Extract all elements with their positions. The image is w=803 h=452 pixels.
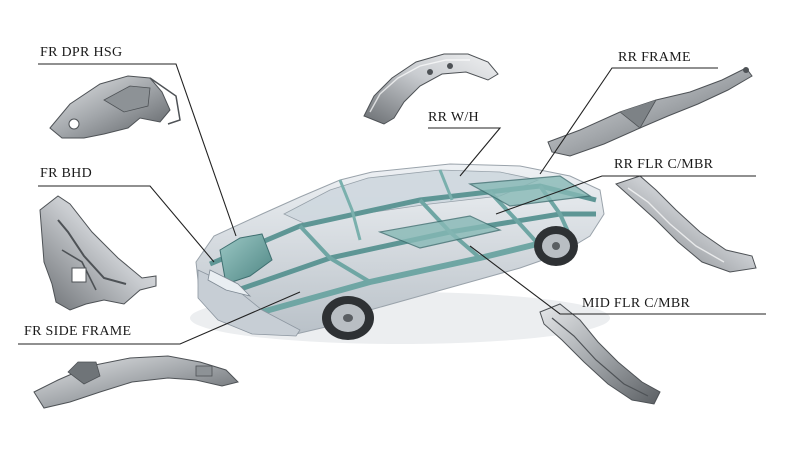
rr-wh-part (363, 53, 499, 125)
leader-mid-flr-cmbr (469, 245, 766, 315)
label-fr-dpr-hsg: FR DPR HSG (40, 45, 123, 60)
fr-side-frame-part (33, 355, 239, 409)
leader-lines (18, 63, 766, 345)
leader-rr-wh (428, 127, 502, 177)
label-fr-bhd: FR BHD (40, 166, 92, 181)
car-assembly (190, 163, 610, 344)
leader-rr-frame (539, 67, 718, 175)
label-rr-flr-cmbr: RR FLR C/MBR (614, 157, 714, 172)
body-in-white-structure (209, 169, 597, 315)
front-wheel (322, 296, 374, 340)
fr-dpr-hsg-part (49, 75, 181, 139)
leader-fr-dpr-hsg (38, 63, 237, 237)
label-rr-frame: RR FRAME (618, 50, 691, 65)
label-mid-flr-cmbr: MID FLR C/MBR (582, 296, 691, 311)
leader-fr-bhd (38, 185, 215, 263)
label-fr-side-frame: FR SIDE FRAME (24, 324, 132, 339)
rear-wheel (534, 226, 578, 266)
mid-flr-cmbr-part (539, 303, 661, 405)
rr-frame-part (547, 67, 753, 157)
leader-rr-flr-cmbr (495, 175, 756, 215)
rr-flr-cmbr-part (615, 175, 757, 273)
leader-fr-side-frame (18, 291, 301, 345)
car-headlight (207, 269, 252, 297)
fr-bhd-part (39, 195, 157, 311)
label-rr-wh: RR W/H (428, 110, 479, 125)
